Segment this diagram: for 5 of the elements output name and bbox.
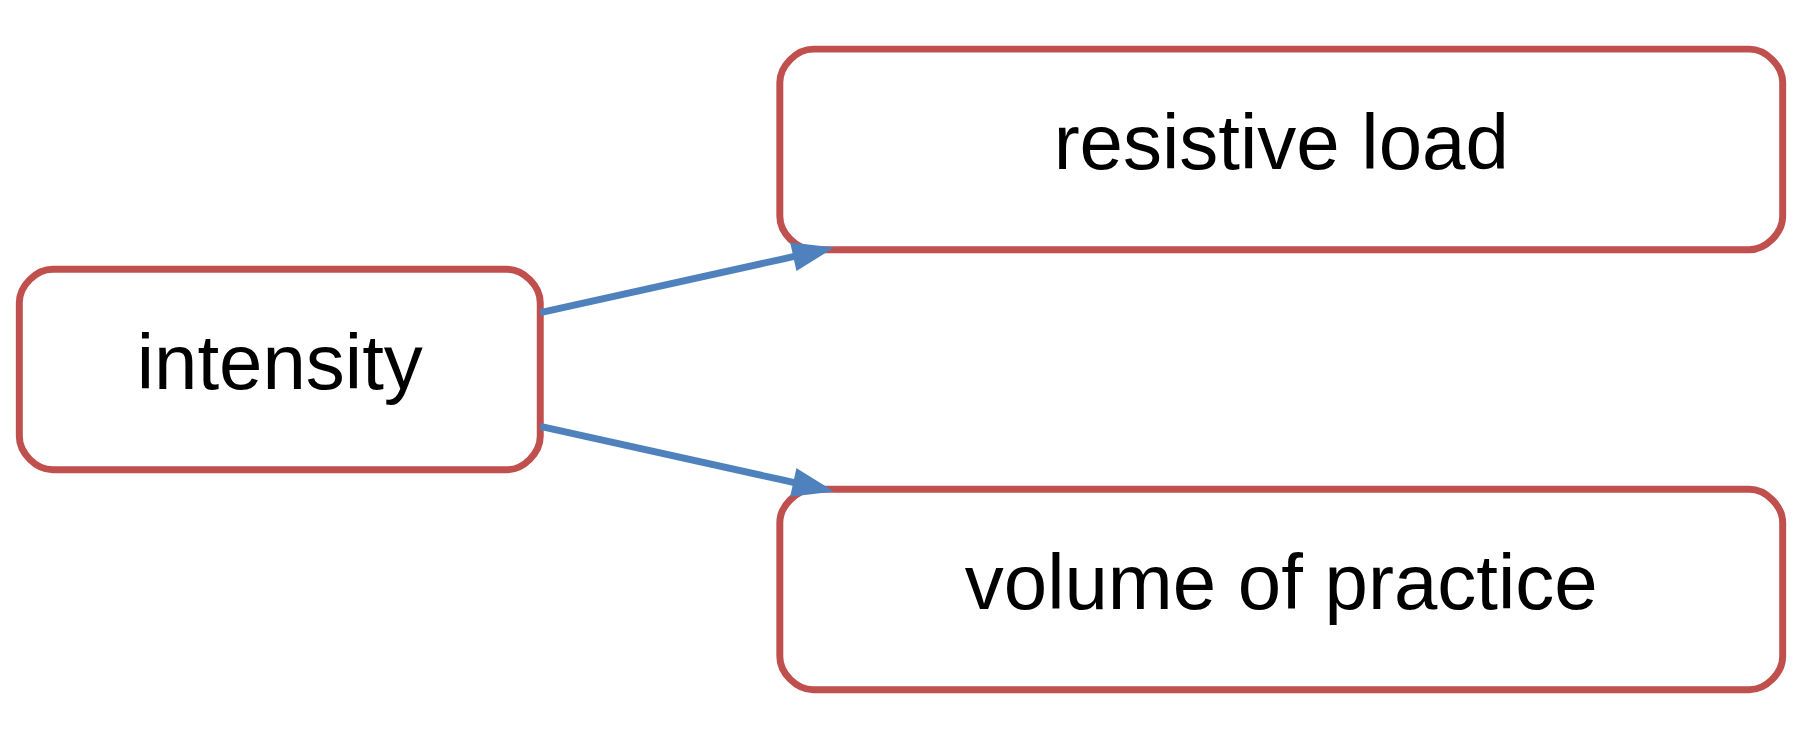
arrow	[539, 242, 835, 316]
node-box: volume of practice	[776, 485, 1787, 694]
node-box: intensity	[15, 265, 544, 474]
node-box: resistive load	[776, 45, 1787, 254]
arrow	[539, 423, 835, 497]
